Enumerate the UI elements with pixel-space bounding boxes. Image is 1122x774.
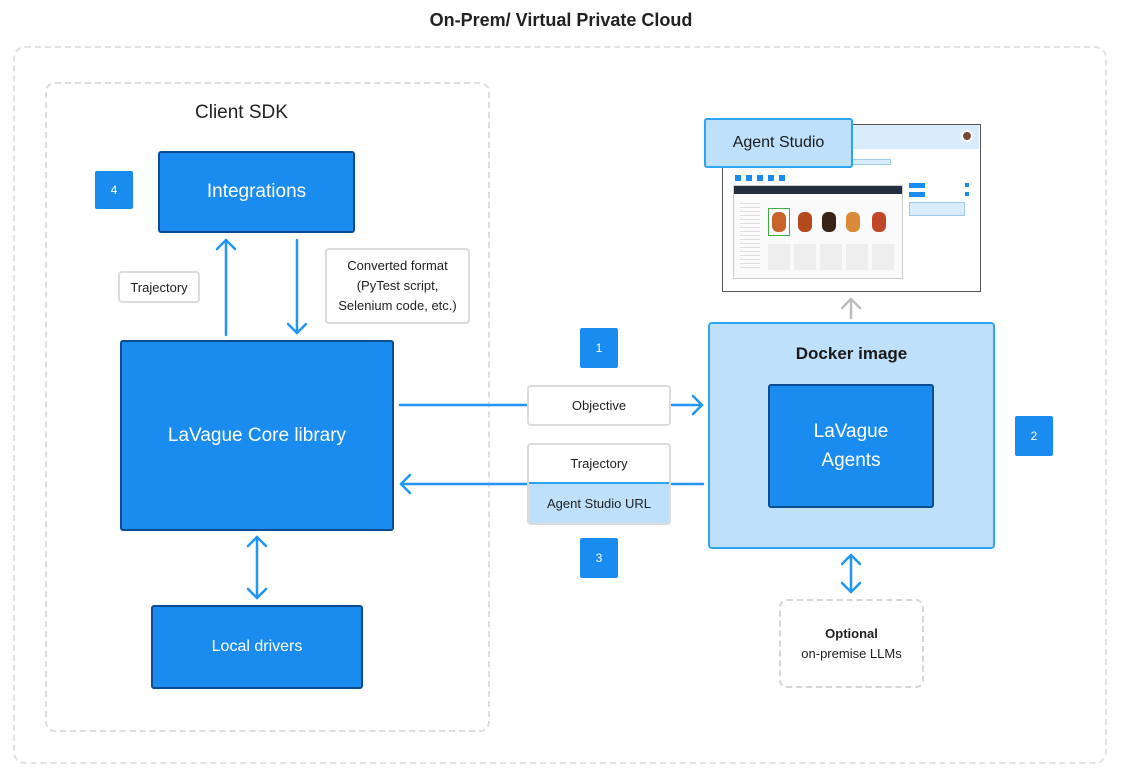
guitar-image (846, 212, 860, 232)
step-badge-2: 2 (1015, 416, 1053, 456)
docker-image-title: Docker image (795, 344, 908, 363)
diagram-title: On-Prem/ Virtual Private Cloud (429, 10, 693, 30)
studio-step-chip (909, 192, 925, 197)
trajectory-label: Trajectory (118, 271, 200, 303)
integrations-box: Integrations (158, 151, 355, 233)
studio-dot (965, 183, 969, 187)
studio-tool-icon (735, 175, 741, 181)
studio-product-row (768, 244, 896, 270)
optional-llms-box: Optional on-premise LLMs (779, 599, 924, 688)
converted-line-3: Selenium code, etc.) (338, 298, 457, 313)
studio-dot (965, 192, 969, 196)
studio-tool-icon (757, 175, 763, 181)
step-badge-1: 1 (580, 328, 618, 368)
converted-line-2: (PyTest script, (356, 278, 439, 293)
studio-sidebar-filters (740, 200, 760, 270)
on-prem-boundary (13, 46, 1107, 764)
studio-step-chip (909, 183, 925, 188)
studio-chat-bubble (851, 159, 891, 165)
agent-studio-url-label: Agent Studio URL (529, 482, 669, 523)
optional-label: Optional (825, 625, 878, 641)
converted-line-1: Converted format (347, 258, 448, 273)
studio-instruction-box (909, 202, 965, 216)
guitar-image (798, 212, 812, 232)
client-sdk-boundary (45, 82, 490, 732)
lavague-agents-box: LaVague Agents (768, 384, 934, 508)
objective-label: Objective (527, 385, 671, 426)
agent-studio-label: Agent Studio (704, 118, 853, 168)
agents-line-1: LaVague (813, 421, 889, 442)
step-badge-4: 4 (95, 171, 133, 209)
local-drivers-box: Local drivers (151, 605, 363, 689)
studio-avatar (961, 130, 973, 142)
on-premise-llms-label: on-premise LLMs (801, 645, 902, 661)
step-badge-3: 3 (580, 538, 618, 578)
guitar-image (822, 212, 836, 232)
studio-tool-icon (768, 175, 774, 181)
core-library-box: LaVague Core library (120, 340, 394, 531)
studio-browser-nav (734, 186, 902, 194)
studio-tool-icon (779, 175, 785, 181)
guitar-image (772, 212, 786, 232)
return-label-group: Trajectory Agent Studio URL (527, 443, 671, 525)
trajectory-return-label: Trajectory (570, 456, 628, 472)
client-sdk-title: Client SDK (195, 102, 288, 123)
studio-tool-icon (746, 175, 752, 181)
converted-format-label: Converted format (PyTest script, Seleniu… (325, 248, 470, 324)
studio-browser-view (733, 185, 903, 279)
agents-line-2: Agents (821, 450, 881, 471)
guitar-image (872, 212, 886, 232)
